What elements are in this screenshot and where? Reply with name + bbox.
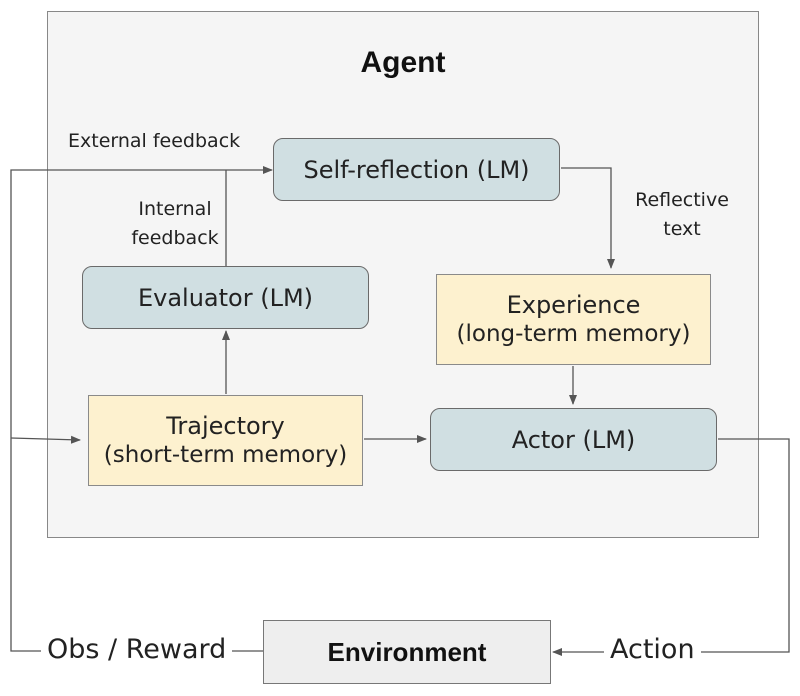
actor-node: Actor (LM) xyxy=(430,408,717,471)
self-reflection-node: Self-reflection (LM) xyxy=(273,138,560,201)
external-feedback-label: External feedback xyxy=(68,130,241,152)
experience-title: Experience xyxy=(506,291,641,320)
trajectory-subtitle: (short-term memory) xyxy=(103,442,348,469)
environment-node: Environment xyxy=(263,620,551,684)
internal-feedback-line1: Internal xyxy=(138,198,212,220)
environment-label: Environment xyxy=(327,636,487,667)
self-reflection-label: Self-reflection (LM) xyxy=(303,155,530,184)
action-label: Action xyxy=(604,634,701,665)
edge-obs-to-trajectory xyxy=(10,435,81,444)
internal-feedback-line2: feedback xyxy=(131,227,219,250)
internal-feedback-label: Internal feedback xyxy=(120,195,230,254)
edge-self-reflection-to-experience xyxy=(561,167,615,269)
actor-label: Actor (LM) xyxy=(511,425,636,454)
evaluator-node: Evaluator (LM) xyxy=(82,266,369,329)
trajectory-title: Trajectory xyxy=(166,412,285,441)
experience-node: Experience (long-term memory) xyxy=(436,274,711,365)
experience-subtitle: (long-term memory) xyxy=(456,321,691,348)
trajectory-node: Trajectory (short-term memory) xyxy=(88,395,363,486)
agent-title: Agent xyxy=(360,46,446,79)
evaluator-label: Evaluator (LM) xyxy=(137,283,314,312)
reflective-text-label: Reflective text xyxy=(625,186,739,245)
obs-reward-label: Obs / Reward xyxy=(41,634,233,665)
reflective-text-line2: text xyxy=(663,218,701,241)
reflective-text-line1: Reflective xyxy=(635,189,729,211)
